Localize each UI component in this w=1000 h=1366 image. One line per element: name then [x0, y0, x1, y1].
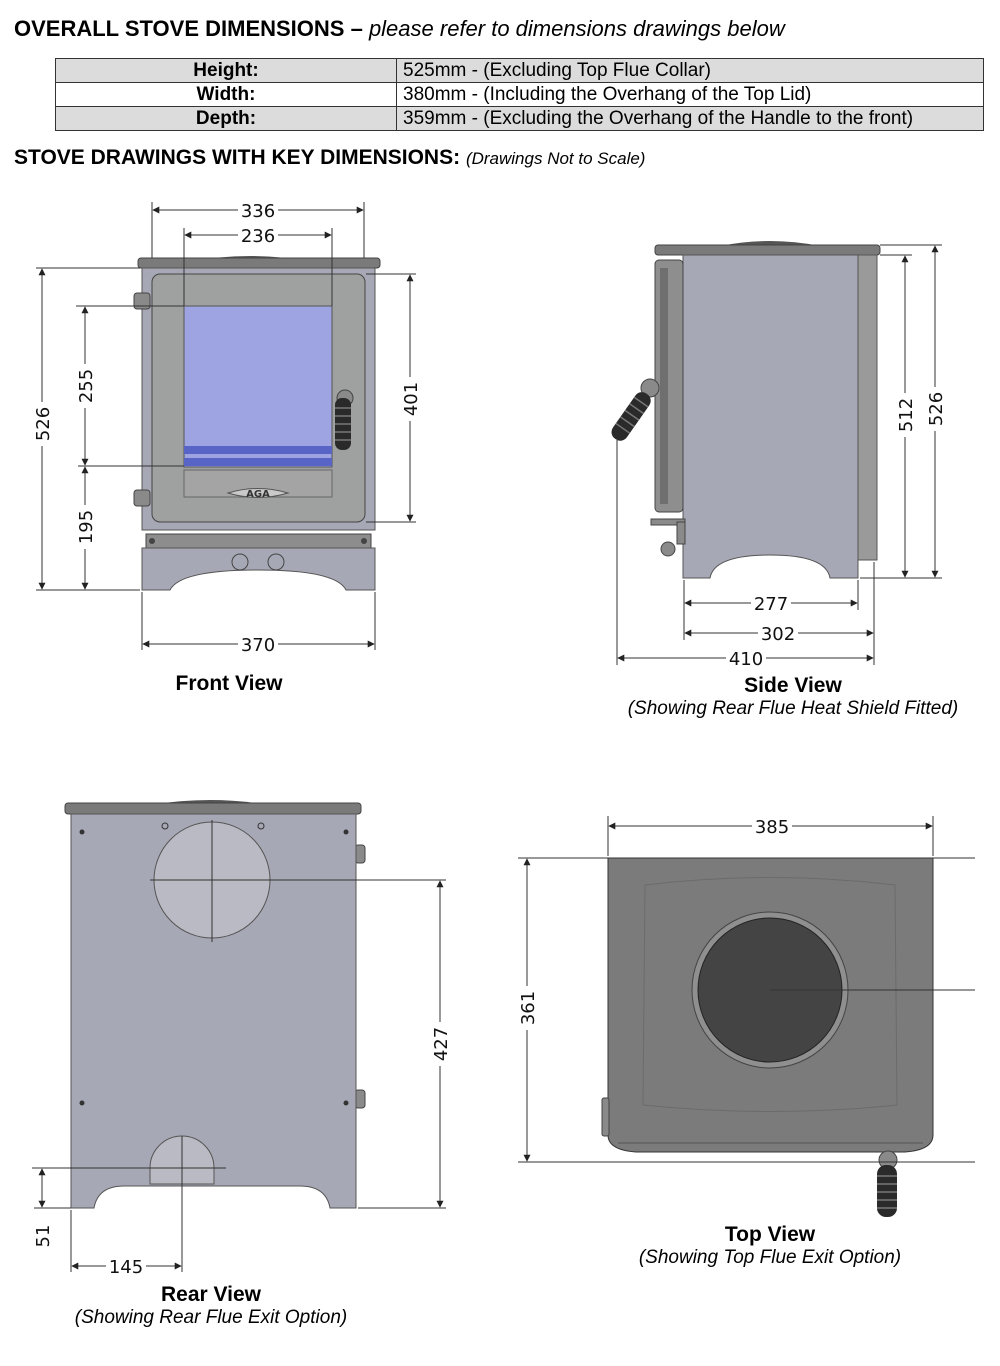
- page-title: OVERALL STOVE DIMENSIONS – please refer …: [14, 16, 785, 42]
- caption-title: Side View: [744, 674, 842, 697]
- dim-label: 336: [241, 201, 275, 222]
- dim-label: 401: [401, 382, 422, 416]
- side-view-caption: Side View (Showing Rear Flue Heat Shield…: [603, 674, 983, 720]
- drawings-title-main: STOVE DRAWINGS WITH KEY DIMENSIONS:: [14, 146, 461, 169]
- top-view-drawing: [601, 857, 934, 1217]
- dim-label: 512: [896, 398, 917, 432]
- side-view-drawing: [611, 241, 881, 579]
- dim-label: 526: [33, 407, 54, 441]
- caption-title: Top View: [724, 1223, 816, 1246]
- title-main: OVERALL STOVE DIMENSIONS –: [14, 16, 363, 41]
- table-row: Height: 525mm - (Excluding Top Flue Coll…: [55, 58, 984, 83]
- dim-label: 427: [431, 1027, 452, 1061]
- dim-label: 236: [241, 226, 275, 247]
- title-sub: please refer to dimensions drawings belo…: [368, 16, 785, 41]
- dim-label: 195: [76, 510, 97, 544]
- dim-label: 410: [729, 649, 763, 670]
- row-label: Depth:: [55, 106, 397, 131]
- caption-title: Rear View: [160, 1283, 261, 1306]
- row-label: Height:: [55, 58, 397, 83]
- caption-note: (Showing Top Flue Exit Option): [638, 1247, 902, 1268]
- dim-label: 370: [241, 635, 275, 656]
- top-view-caption: Top View (Showing Top Flue Exit Option): [580, 1223, 960, 1269]
- front-view-dimensions: 336 236 526 255 195 401 370: [30, 198, 422, 656]
- rear-view-drawing: [64, 800, 366, 1209]
- dim-label: 277: [754, 594, 788, 615]
- dim-label: 526: [926, 392, 947, 426]
- dim-label: 255: [76, 369, 97, 403]
- dim-label: 51: [33, 1225, 54, 1248]
- caption-note: (Showing Rear Flue Heat Shield Fitted): [627, 698, 959, 719]
- side-view-dimensions: 512 526 277 302 410: [616, 244, 947, 670]
- drawings-title: STOVE DRAWINGS WITH KEY DIMENSIONS: (Dra…: [14, 146, 645, 170]
- dim-label: 302: [761, 624, 795, 645]
- caption-note: (Showing Rear Flue Exit Option): [74, 1307, 348, 1328]
- row-value: 380mm - (Including the Overhang of the T…: [396, 82, 984, 107]
- caption-title: Front View: [175, 672, 283, 695]
- dimensions-table: Height: 525mm - (Excluding Top Flue Coll…: [55, 58, 984, 131]
- brand-logo: AGA: [246, 489, 270, 500]
- rear-view-dimensions: 427 51 145: [32, 820, 452, 1278]
- dim-label: 145: [109, 1257, 143, 1278]
- table-row: Width: 380mm - (Including the Overhang o…: [55, 82, 984, 107]
- front-view-drawing: AGA: [133, 256, 381, 591]
- front-view-caption: Front View: [129, 672, 329, 696]
- drawings-note: (Drawings Not to Scale): [465, 149, 646, 168]
- dim-label: 385: [755, 817, 789, 838]
- dim-label: 361: [518, 991, 539, 1025]
- row-value: 525mm - (Excluding Top Flue Collar): [396, 58, 984, 83]
- top-view-dimensions: 385 361: [515, 814, 975, 1163]
- rear-view-caption: Rear View (Showing Rear Flue Exit Option…: [21, 1283, 401, 1329]
- table-row: Depth: 359mm - (Excluding the Overhang o…: [55, 106, 984, 131]
- row-value: 359mm - (Excluding the Overhang of the H…: [396, 106, 984, 131]
